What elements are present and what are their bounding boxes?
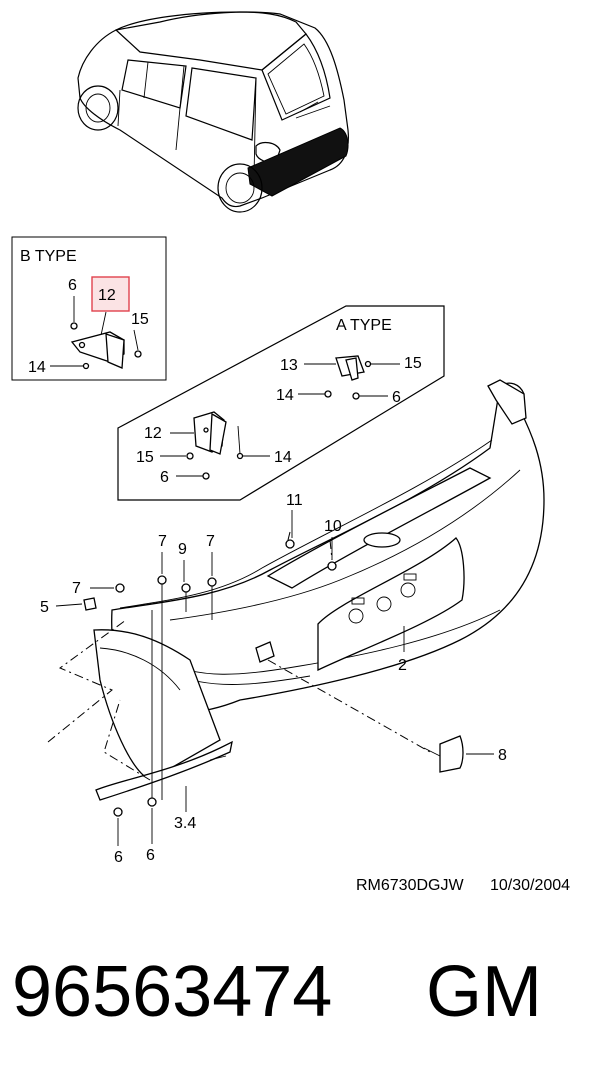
rear-bumper — [93, 379, 545, 801]
part-number: 96563474 — [12, 952, 332, 1032]
a-type-region: A TYPE 13 15 14 6 12 15 14 6 — [117, 305, 445, 501]
a-callout-13[interactable]: 13 — [280, 357, 298, 374]
b-callout-14[interactable]: 14 — [28, 359, 46, 376]
a-callout-6[interactable]: 6 — [392, 389, 401, 406]
main-callout-3-4[interactable]: 3.4 — [174, 815, 196, 832]
reference-date: 10/30/2004 — [490, 877, 570, 894]
main-callout-14[interactable]: 14 — [274, 449, 292, 466]
main-callout-11[interactable]: 11 — [286, 492, 303, 509]
bracket-b-type — [70, 322, 142, 370]
cut-lines — [47, 531, 431, 800]
b-callout-6[interactable]: 6 — [68, 277, 77, 294]
fasteners — [83, 539, 464, 817]
main-callout-7a[interactable]: 7 — [158, 533, 167, 550]
b-callout-15[interactable]: 15 — [131, 311, 149, 328]
bracket-a-type-main — [186, 411, 244, 480]
main-callout-6[interactable]: 6 — [160, 469, 169, 486]
b-type-title: B TYPE — [20, 248, 77, 265]
main-callout-2[interactable]: 2 — [398, 657, 407, 674]
main-callout-5[interactable]: 5 — [40, 599, 49, 616]
b-type-box: B TYPE 12 6 15 14 — [11, 236, 167, 381]
main-callout-9[interactable]: 9 — [178, 541, 187, 558]
brand-name: GM — [426, 952, 542, 1032]
a-callout-14[interactable]: 14 — [276, 387, 294, 404]
main-callout-6a[interactable]: 6 — [114, 849, 123, 866]
main-callout-10[interactable]: 10 — [324, 518, 342, 535]
a-callout-15[interactable]: 15 — [404, 355, 422, 372]
main-callout-7b[interactable]: 7 — [206, 533, 215, 550]
a-type-title: A TYPE — [336, 317, 392, 334]
main-callout-8[interactable]: 8 — [498, 747, 507, 764]
car-illustration — [77, 11, 349, 213]
b-callout-12[interactable]: 12 — [98, 287, 116, 304]
bracket-a-type-upper — [324, 355, 372, 400]
main-callout-12[interactable]: 12 — [144, 425, 162, 442]
main-callout-6b[interactable]: 6 — [146, 847, 155, 864]
main-callout-7c[interactable]: 7 — [72, 580, 81, 597]
main-callout-15[interactable]: 15 — [136, 449, 154, 466]
reference-code: RM6730DGJW — [356, 877, 464, 894]
main-callouts: 11 10 7 9 7 7 5 2 8 6 6 3.4 — [40, 492, 507, 866]
highlight-part-12[interactable] — [91, 276, 130, 312]
